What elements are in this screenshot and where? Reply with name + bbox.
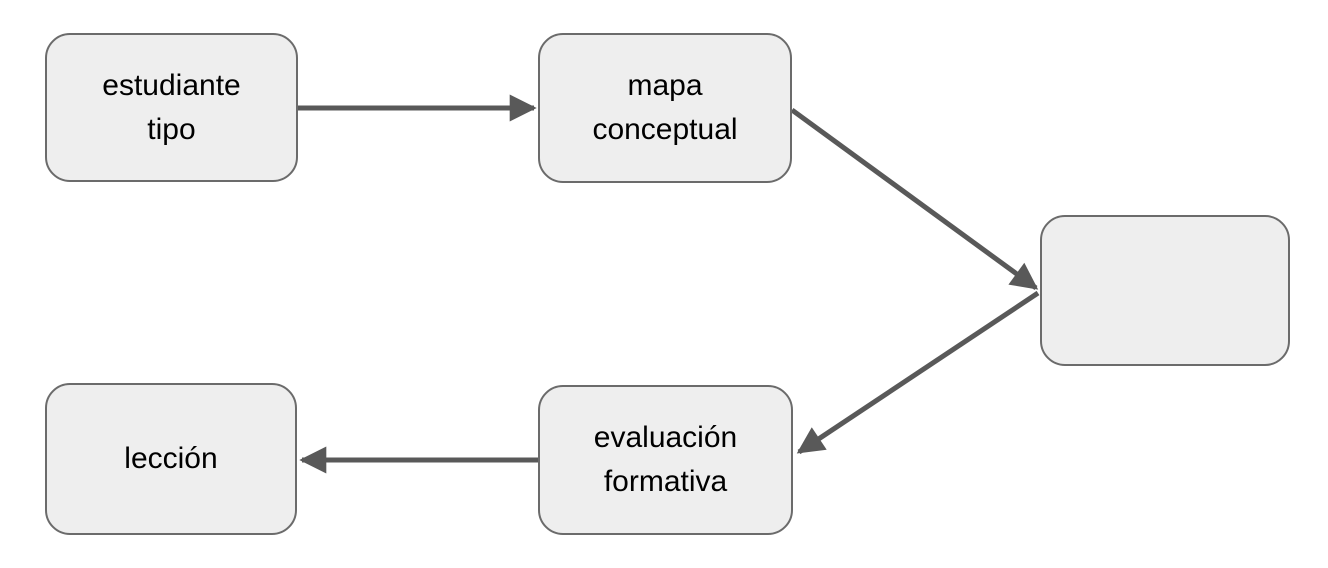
- node-mapa-conceptual[interactable]: mapa conceptual: [538, 33, 792, 183]
- node-mapa-conceptual-label: mapa conceptual: [592, 69, 738, 146]
- node-leccion-label: lección: [124, 442, 218, 475]
- edge-empty-node-to-evaluacion-formativa[interactable]: [796, 290, 1040, 455]
- node-evaluacion-formativa-label: evaluación formativa: [593, 421, 738, 498]
- edge-mapa-conceptual-to-empty-node[interactable]: [790, 107, 1039, 291]
- node-empty[interactable]: [1040, 215, 1290, 366]
- node-leccion[interactable]: lección: [45, 383, 297, 535]
- node-estudiante-tipo-label: estudiante tipo: [102, 68, 241, 146]
- node-estudiante-tipo[interactable]: estudiante tipo: [45, 33, 298, 182]
- node-evaluacion-formativa[interactable]: evaluación formativa: [538, 385, 793, 535]
